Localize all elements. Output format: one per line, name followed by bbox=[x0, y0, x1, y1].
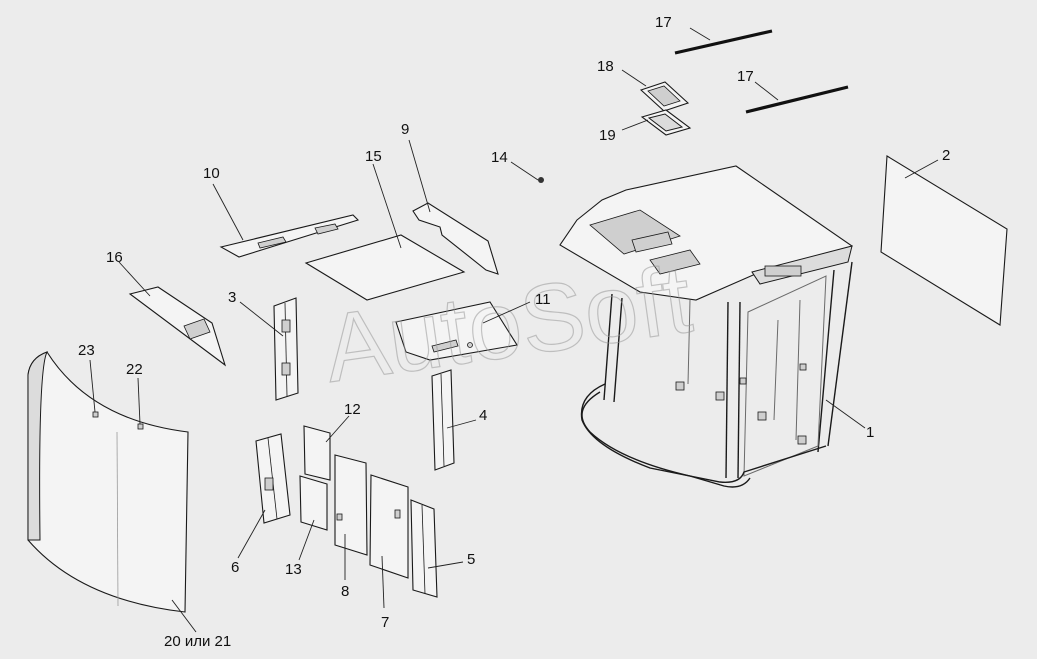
leader-lines bbox=[89, 27, 939, 633]
part-17-strip-upper bbox=[674, 29, 773, 55]
part-3-pillar-trim bbox=[273, 297, 299, 401]
part-4-pillar-trim bbox=[431, 369, 455, 471]
part-17-strip-lower bbox=[745, 85, 849, 114]
part-7-door-panel bbox=[369, 474, 409, 579]
callout-17-lower: 17 bbox=[737, 68, 754, 85]
part-15-ceiling-liner bbox=[304, 234, 466, 301]
callout-3: 3 bbox=[228, 289, 236, 306]
part-19-grille-frame bbox=[640, 109, 692, 136]
callout-11: 11 bbox=[535, 291, 551, 308]
callout-4: 4 bbox=[479, 407, 487, 424]
part-11-console-panel bbox=[395, 301, 518, 361]
callout-23: 23 bbox=[78, 342, 95, 359]
callout-18: 18 bbox=[597, 58, 614, 75]
callout-6: 6 bbox=[231, 559, 239, 576]
callout-7: 7 bbox=[381, 614, 389, 631]
callout-8: 8 bbox=[341, 583, 349, 600]
part-18-grille bbox=[639, 81, 690, 112]
callout-labels: 1 2 3 4 5 6 7 8 9 10 11 12 13 14 15 16 1… bbox=[78, 14, 950, 650]
callout-17-upper: 17 bbox=[655, 14, 672, 31]
part-9-side-panel bbox=[412, 202, 499, 275]
part-14-bolt bbox=[538, 177, 544, 183]
part-8-door-panel bbox=[334, 454, 368, 556]
callout-1: 1 bbox=[866, 424, 874, 441]
callout-16: 16 bbox=[106, 249, 123, 266]
part-12-panel bbox=[303, 425, 331, 481]
part-16-trim-panel bbox=[128, 286, 227, 367]
part-1-cab-frame bbox=[559, 165, 853, 488]
part-20-21-curved-panel bbox=[27, 351, 189, 613]
part-13-panel bbox=[299, 475, 328, 531]
callout-20-or-21: 20 или 21 bbox=[164, 633, 231, 650]
callout-14: 14 bbox=[491, 149, 508, 166]
callout-9: 9 bbox=[401, 121, 409, 138]
part-5-pillar-trim bbox=[410, 499, 438, 598]
callout-15: 15 bbox=[365, 148, 382, 165]
part-10-ceiling-panel bbox=[219, 214, 360, 258]
callout-2: 2 bbox=[942, 147, 950, 164]
callout-10: 10 bbox=[203, 165, 220, 182]
part-2-glass-panel bbox=[880, 155, 1008, 326]
callout-22: 22 bbox=[126, 361, 143, 378]
callout-12: 12 bbox=[344, 401, 361, 418]
callout-19: 19 bbox=[599, 127, 616, 144]
callout-5: 5 bbox=[467, 551, 475, 568]
part-6-pillar-trim bbox=[255, 433, 291, 524]
callout-13: 13 bbox=[285, 561, 302, 578]
